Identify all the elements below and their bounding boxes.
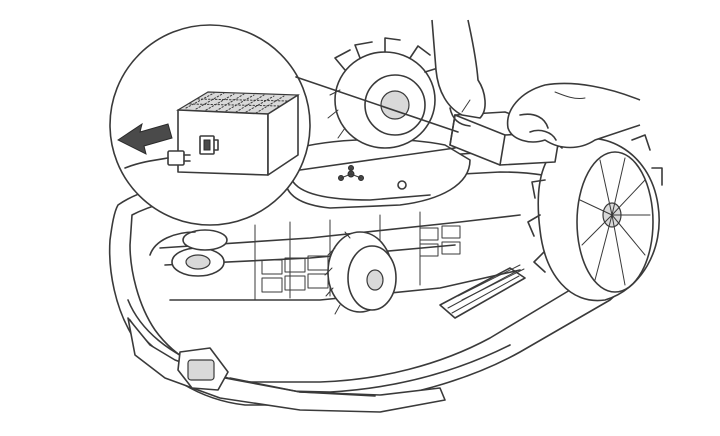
rear-wheel-right: [527, 117, 663, 302]
texture-dots: [185, 92, 289, 114]
power-plug-icon: [124, 150, 191, 169]
side-vents: [439, 264, 526, 319]
wheel-spokes: [579, 157, 651, 286]
battery-detail: [175, 91, 300, 176]
front-bumper: [127, 317, 446, 413]
chassis-frame: [149, 211, 521, 301]
center-hub-icon: [338, 165, 364, 181]
front-caster-wheel: [324, 231, 397, 315]
hands: [431, 19, 641, 149]
rear-wheel-top: [327, 37, 441, 149]
arrow-left-icon: [117, 122, 173, 155]
